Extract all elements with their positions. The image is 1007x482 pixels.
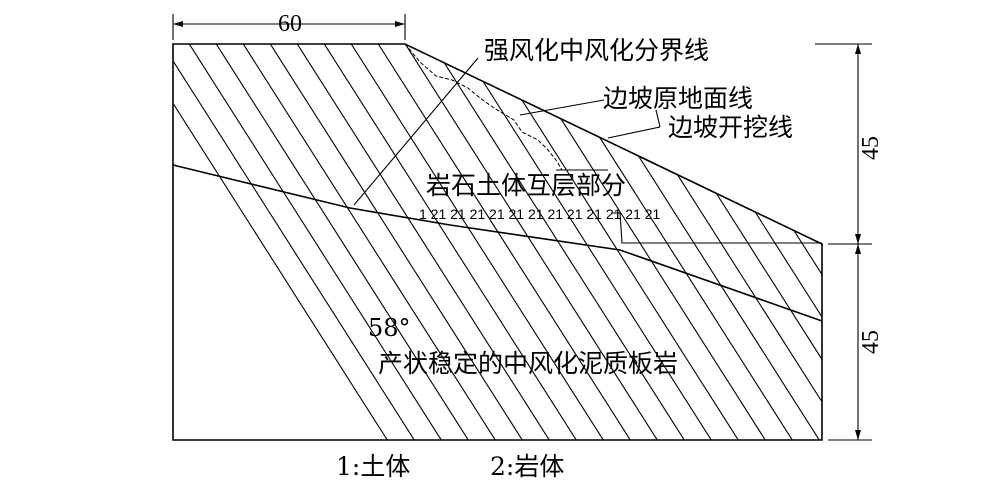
leader-excavation-1 — [607, 126, 661, 139]
layer-sequence-label: 1 21 21 21 21 21 21 21 21 21 21 21 21 — [419, 206, 661, 222]
original-ground-line — [404, 43, 563, 171]
interbed-step-line — [612, 212, 822, 244]
slope-outline — [172, 43, 823, 441]
weathering-boundary-line — [172, 164, 823, 322]
legend-rock: 2:岩体 — [490, 452, 564, 481]
hatch-line — [849, 20, 1007, 460]
boundary-line-label: 强风化中风化分界线 — [484, 36, 709, 65]
hatch-line — [200, 44, 482, 440]
lower-height-label: 45 — [858, 330, 884, 354]
original-ground-label: 边坡原地面线 — [603, 84, 753, 113]
top-dimension — [172, 14, 406, 40]
hatch-line — [308, 44, 590, 440]
hatch-line — [903, 20, 1007, 460]
upper-height-label: 45 — [858, 136, 884, 160]
hatch-line — [389, 44, 671, 440]
excavation-line-label: 边坡开挖线 — [668, 113, 793, 142]
leader-ground — [519, 99, 605, 116]
dip-angle-label: 58° — [368, 314, 411, 342]
leader-boundary — [353, 57, 479, 206]
hatch-line — [254, 44, 536, 440]
hatch-line — [876, 20, 1007, 460]
hatch-line — [362, 44, 644, 440]
bedrock-label: 产状稳定的中风化泥质板岩 — [378, 349, 678, 378]
rock-hatching — [173, 20, 1007, 460]
right-dimension — [815, 43, 872, 441]
interbedded-zone-label: 岩石土体互层部分 — [426, 171, 626, 200]
hatch-line — [957, 20, 1007, 460]
hatch-line — [794, 44, 822, 440]
hatch-line — [740, 44, 822, 440]
hatch-line — [713, 44, 822, 440]
hatch-line — [227, 44, 509, 440]
hatch-line — [173, 44, 455, 440]
leader-excavation-2 — [655, 109, 661, 128]
legend-soil: 1:土体 — [336, 452, 410, 481]
hatch-line — [281, 44, 563, 440]
hatch-line — [767, 44, 822, 440]
hatch-line — [173, 44, 428, 440]
hatch-line — [984, 20, 1007, 460]
top-width-label: 60 — [278, 11, 302, 37]
hatch-line — [443, 44, 725, 440]
hatch-line — [335, 44, 617, 440]
hatch-line — [173, 44, 401, 440]
hatch-line — [930, 20, 1007, 460]
hatch-line — [821, 44, 822, 440]
